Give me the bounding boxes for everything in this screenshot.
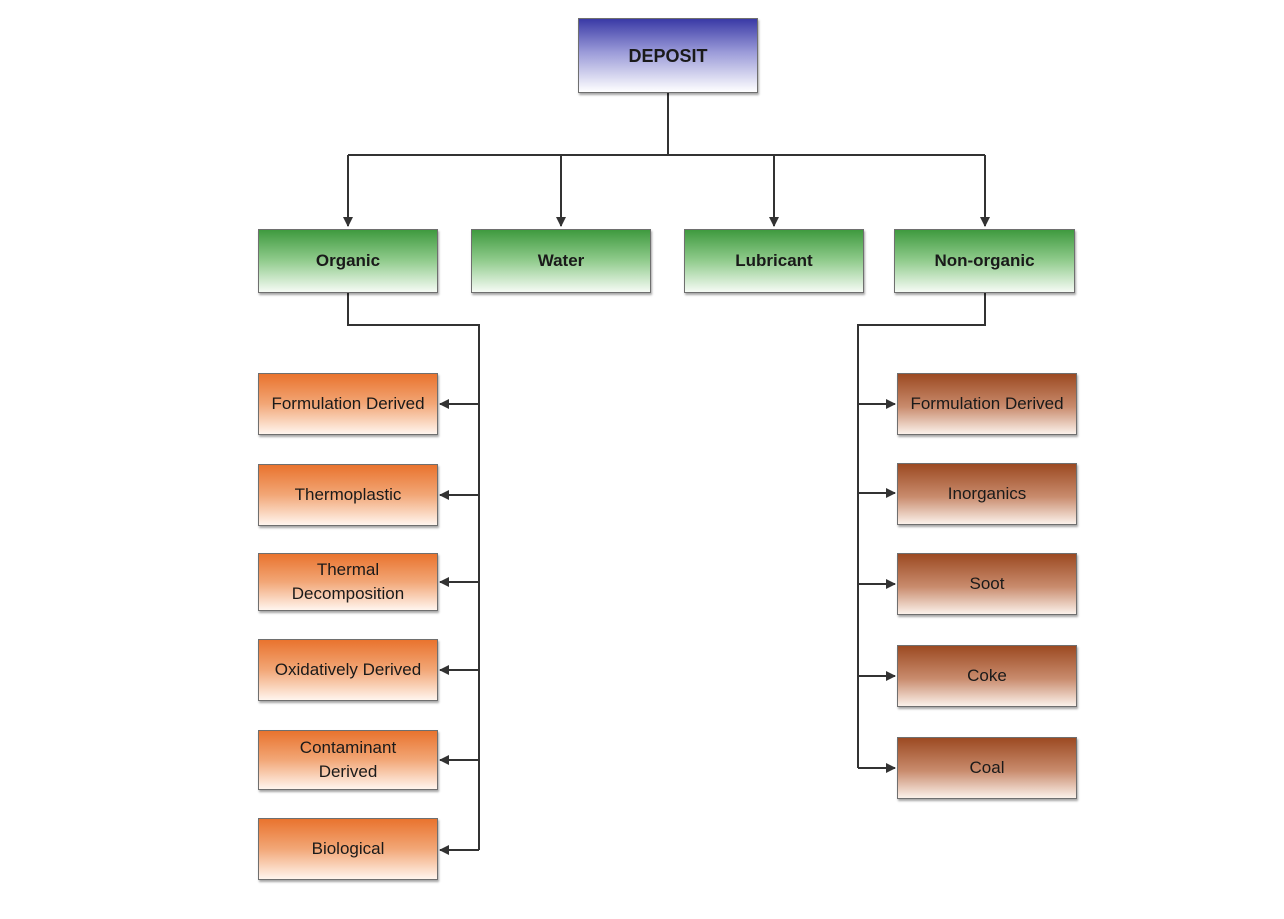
organic-node-thermoplastic: Thermoplastic xyxy=(258,464,438,526)
non-organic-node-inorganics: Inorganics xyxy=(897,463,1077,525)
connector-non-organic-trunk xyxy=(857,293,986,768)
category-node-non-organic: Non-organic xyxy=(894,229,1075,293)
organic-node-contaminant-derived: Contaminant Derived xyxy=(258,730,438,790)
organic-node-formulation-derived: Formulation Derived xyxy=(258,373,438,435)
category-node-water: Water xyxy=(471,229,651,293)
organic-node-biological: Biological xyxy=(258,818,438,880)
category-node-organic: Organic xyxy=(258,229,438,293)
non-organic-node-soot: Soot xyxy=(897,553,1077,615)
organic-node-thermal-decomposition: Thermal Decomposition xyxy=(258,553,438,611)
non-organic-node-formulation-derived: Formulation Derived xyxy=(897,373,1077,435)
organic-node-oxidatively-derived: Oxidatively Derived xyxy=(258,639,438,701)
category-node-lubricant: Lubricant xyxy=(684,229,864,293)
connector-organic-trunk xyxy=(347,293,480,850)
root-node-deposit: DEPOSIT xyxy=(578,18,758,93)
non-organic-node-coke: Coke xyxy=(897,645,1077,707)
non-organic-node-coal: Coal xyxy=(897,737,1077,799)
